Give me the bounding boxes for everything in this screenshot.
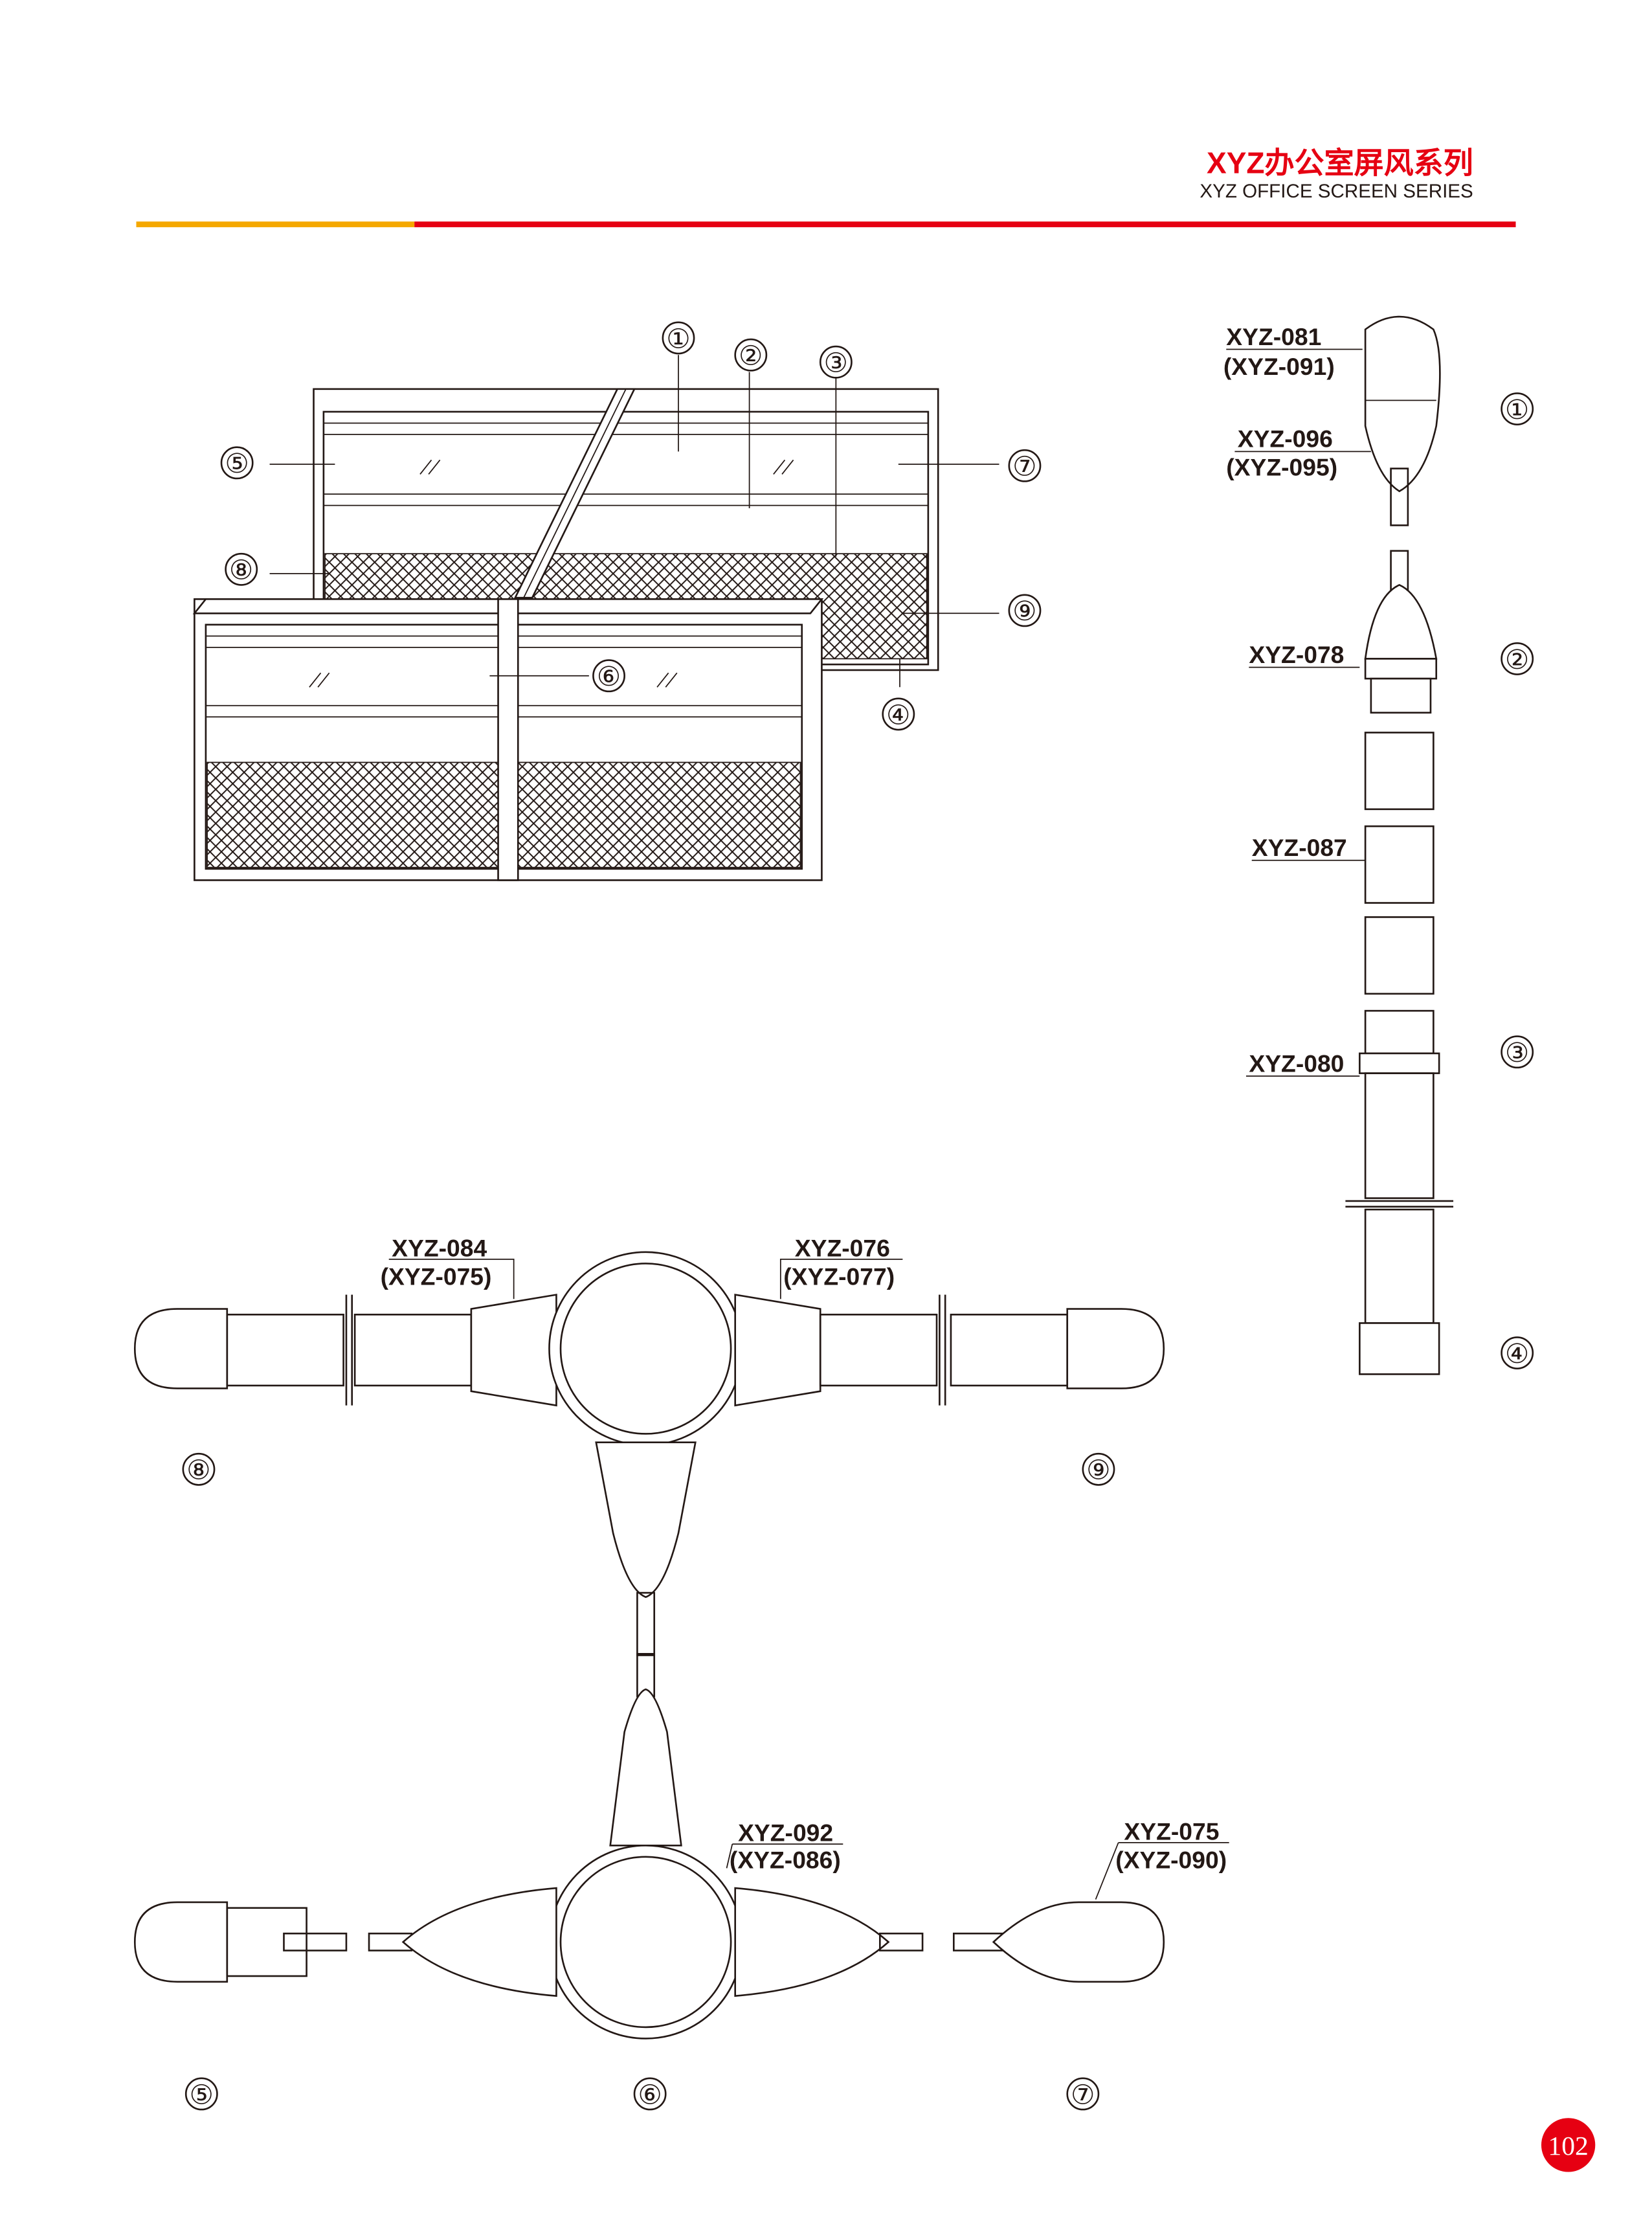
part-code: XYZ-092 <box>738 1819 833 1847</box>
part-code: (XYZ-091) <box>1223 353 1335 380</box>
part-code: XYZ-075 <box>1124 1818 1219 1845</box>
page-number-badge: 102 <box>1541 2118 1596 2172</box>
callout: ① <box>1505 394 1529 425</box>
part-code: XYZ-087 <box>1252 834 1347 861</box>
callout-8: ⑧ <box>229 555 253 585</box>
callout-5: ⑤ <box>225 448 249 478</box>
part-code: (XYZ-095) <box>1226 454 1337 481</box>
part-code: (XYZ-077) <box>783 1263 895 1290</box>
callout-2: ② <box>739 341 763 371</box>
part-code: XYZ-078 <box>1249 641 1344 668</box>
part-code: XYZ-081 <box>1226 323 1321 350</box>
header: XYZ办公室屏风系列 XYZ OFFICE SCREEN SERIES <box>136 146 1516 227</box>
header-rule-red <box>414 221 1516 227</box>
callout: ⑤ <box>190 2079 214 2109</box>
callout: ③ <box>1505 1037 1529 1068</box>
part-code: XYZ-096 <box>1238 425 1333 453</box>
page-number: 102 <box>1548 2131 1588 2161</box>
part-code: (XYZ-075) <box>381 1263 492 1290</box>
title-en: XYZ OFFICE SCREEN SERIES <box>1200 181 1473 202</box>
callout-6: ⑥ <box>597 661 621 691</box>
part-code: XYZ-080 <box>1249 1050 1344 1077</box>
callout-9: ⑨ <box>1012 596 1036 626</box>
callout: ⑥ <box>638 2079 662 2109</box>
part-code: XYZ-076 <box>795 1234 890 1261</box>
title-cn: XYZ办公室屏风系列 <box>1207 146 1473 180</box>
callout: ⑧ <box>186 1455 210 1485</box>
part-code: (XYZ-086) <box>730 1846 841 1873</box>
part-code: XYZ-084 <box>392 1234 487 1261</box>
plan-view-bottom: XYZ-092 (XYZ-086) XYZ-075 (XYZ-090) ⑤ ⑥ … <box>133 1653 1229 2111</box>
plan-view-top: XYZ-084 (XYZ-075) XYZ-076 (XYZ-077) ⑧ ⑨ <box>133 1234 1165 1656</box>
panel-perspective-view: ① ② ③ ④ ⑤ ⑥ ⑦ ⑧ ⑨ <box>192 321 1042 881</box>
part-code: (XYZ-090) <box>1115 1846 1227 1873</box>
vertical-section-view: XYZ-081 (XYZ-091) XYZ-096 (XYZ-095) XYZ-… <box>1223 315 1534 1375</box>
callout: ④ <box>1505 1338 1529 1369</box>
callout: ② <box>1505 644 1529 675</box>
panel-callouts: ① ② ③ ④ ⑤ ⑥ ⑦ ⑧ ⑨ <box>220 321 1042 731</box>
header-rule-yellow <box>136 221 415 227</box>
callout-1: ① <box>666 323 690 354</box>
callout: ⑨ <box>1086 1455 1110 1485</box>
callout-7: ⑦ <box>1012 451 1036 482</box>
callout: ⑦ <box>1071 2079 1095 2109</box>
callout-4: ④ <box>886 699 910 730</box>
callout-3: ③ <box>824 348 848 378</box>
